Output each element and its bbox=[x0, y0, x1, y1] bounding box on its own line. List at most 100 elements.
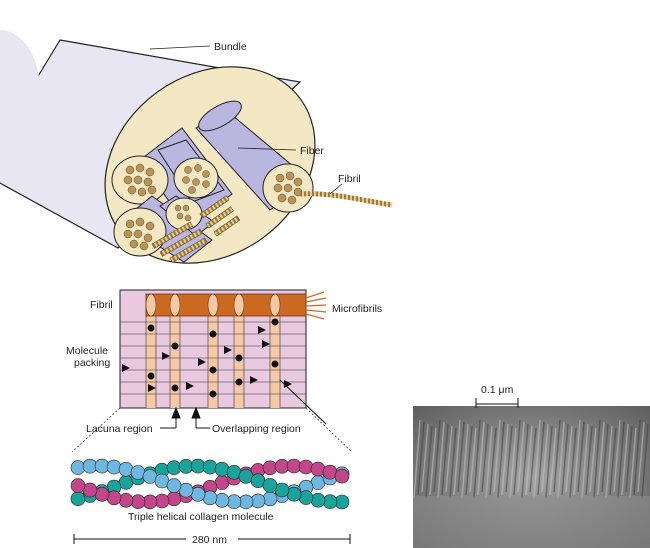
label-fiber: Fiber bbox=[300, 145, 324, 157]
region-arrows bbox=[160, 379, 327, 429]
striation-line bbox=[445, 425, 453, 493]
striation-line bbox=[489, 427, 497, 496]
striation-line bbox=[573, 419, 581, 496]
micrograph-striations bbox=[413, 419, 649, 499]
striation-line bbox=[521, 423, 529, 499]
striation-line bbox=[529, 427, 537, 493]
striation-line bbox=[429, 427, 437, 496]
striation-line bbox=[613, 419, 621, 493]
helix-bead bbox=[214, 492, 230, 508]
striation-line bbox=[601, 423, 609, 493]
fibril-dots bbox=[123, 163, 303, 251]
striation-line bbox=[497, 421, 505, 499]
striation-line bbox=[557, 421, 565, 499]
helix-bead bbox=[70, 491, 86, 507]
helix-bead bbox=[118, 461, 134, 477]
striation-line bbox=[545, 425, 553, 499]
striation-line bbox=[433, 419, 441, 493]
striation-line bbox=[565, 425, 573, 493]
triple-helix bbox=[70, 458, 350, 510]
packing-markers bbox=[122, 318, 292, 398]
length-dimension bbox=[73, 534, 351, 544]
striation-line bbox=[629, 427, 637, 499]
striation-line bbox=[625, 425, 633, 493]
striation-line bbox=[469, 427, 477, 493]
striation-line bbox=[593, 419, 601, 499]
striation-line bbox=[605, 425, 613, 499]
label-lacuna-region: Lacuna region bbox=[86, 423, 153, 435]
striation-line bbox=[437, 421, 445, 499]
striation-line bbox=[421, 423, 429, 493]
striation-line bbox=[637, 421, 645, 493]
striation-line bbox=[597, 421, 605, 496]
striation-line bbox=[569, 427, 577, 499]
striation-line bbox=[577, 421, 585, 493]
bundle-shadow-ellipse bbox=[0, 30, 40, 150]
striation-line bbox=[641, 423, 649, 499]
striation-line bbox=[473, 419, 481, 499]
striation-line bbox=[621, 423, 629, 496]
striation-line bbox=[561, 423, 569, 496]
fibril-long bbox=[299, 191, 393, 208]
striation-line bbox=[457, 421, 465, 493]
label-molecule-packing-2: packing bbox=[74, 357, 110, 369]
helix-bead bbox=[310, 461, 326, 477]
striation-line bbox=[413, 419, 421, 499]
striation-line bbox=[501, 423, 509, 496]
leader-lines-top bbox=[149, 45, 343, 195]
label-molecule-packing-1: Molecule bbox=[66, 345, 108, 357]
striation-line bbox=[449, 427, 457, 499]
helix-bead bbox=[310, 492, 326, 508]
electron-micrograph bbox=[413, 406, 650, 548]
fibril-band-bulges bbox=[145, 293, 281, 317]
striation-line bbox=[485, 425, 493, 499]
peach-columns bbox=[146, 300, 280, 408]
striation-line bbox=[609, 427, 617, 496]
striation-line bbox=[533, 419, 541, 499]
helix-bead bbox=[70, 478, 86, 493]
striation-line bbox=[425, 425, 433, 499]
striation-line bbox=[453, 419, 461, 496]
striation-line bbox=[477, 421, 485, 496]
fiber-top-end bbox=[198, 100, 242, 132]
label-triple-helix: Triple helical collagen molecule bbox=[128, 511, 274, 523]
protruding-fibrils bbox=[151, 191, 393, 263]
helix-bead bbox=[202, 459, 218, 475]
striation-line bbox=[585, 425, 593, 496]
striation-line bbox=[493, 419, 501, 493]
striation-line bbox=[517, 421, 525, 493]
striation-line bbox=[509, 427, 517, 499]
helix-bead bbox=[262, 491, 278, 507]
label-length: 280 nm bbox=[192, 534, 227, 546]
micrograph-lower-band bbox=[413, 496, 650, 548]
packing-vertical-lines bbox=[145, 300, 281, 408]
striation-line bbox=[633, 419, 641, 496]
striation-line bbox=[481, 423, 489, 493]
helix-bead bbox=[262, 478, 278, 493]
striation-line bbox=[617, 421, 625, 499]
expansion-lines bbox=[71, 407, 353, 453]
striation-line bbox=[461, 423, 469, 499]
microfibril-tufts bbox=[305, 291, 327, 320]
striation-line bbox=[581, 423, 589, 499]
helix-bead bbox=[166, 491, 182, 507]
label-fibril-left: Fibril bbox=[90, 299, 113, 311]
striation-line bbox=[553, 419, 561, 493]
fiber-middle-end bbox=[173, 157, 219, 199]
scale-bar bbox=[475, 398, 519, 408]
striation-line bbox=[525, 425, 533, 496]
label-scale-bar: 0.1 μm bbox=[481, 384, 514, 396]
label-microfibrils: Microfibrils bbox=[332, 303, 382, 315]
helix-bead bbox=[166, 478, 182, 493]
striation-line bbox=[505, 425, 513, 493]
label-bundle: Bundle bbox=[214, 41, 247, 53]
label-fibril: Fibril bbox=[338, 173, 361, 185]
striation-line bbox=[589, 427, 597, 493]
helix-bead bbox=[106, 459, 122, 475]
label-overlapping-region: Overlapping region bbox=[212, 423, 301, 435]
helix-bead bbox=[334, 468, 350, 484]
helix-bead bbox=[298, 459, 314, 475]
striation-line bbox=[465, 425, 473, 496]
striation-line bbox=[541, 423, 549, 493]
helix-bead bbox=[214, 461, 230, 477]
